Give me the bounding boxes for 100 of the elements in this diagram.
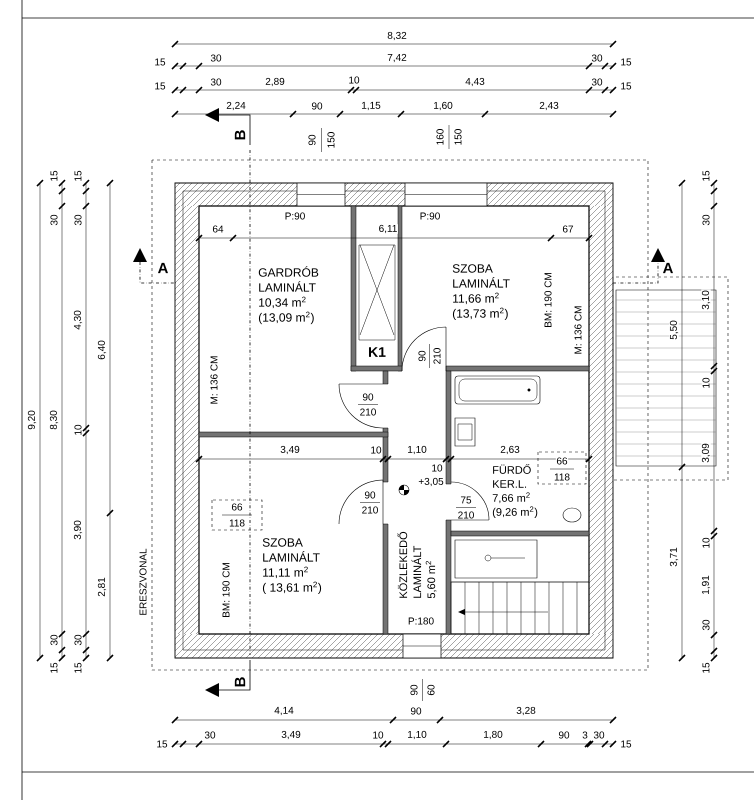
dimension-label: 15 bbox=[620, 82, 632, 90]
dimension-label: 4,14 bbox=[274, 706, 294, 716]
dimension-label: 30 bbox=[702, 618, 710, 632]
opening-label: 90 bbox=[308, 134, 316, 146]
dimension-label: 30 bbox=[590, 54, 604, 62]
opening-label: P:180 bbox=[407, 616, 435, 626]
dimension-label: 15 bbox=[50, 662, 58, 674]
dimension-label: 1,60 bbox=[432, 101, 454, 111]
dimension-label: 1,15 bbox=[360, 101, 382, 111]
dimension-label: 6,11 bbox=[378, 224, 398, 234]
dimension-label: 15 bbox=[156, 740, 168, 748]
opening-label: 118 bbox=[553, 472, 571, 482]
dimension-label: 15 bbox=[702, 170, 710, 182]
dimension-label: 2,63 bbox=[500, 445, 520, 455]
dimension-label: 90 bbox=[310, 102, 324, 110]
dimension-label: 30 bbox=[74, 634, 82, 646]
dimension-label: 4,30 bbox=[73, 310, 83, 330]
dimension-label: 15 bbox=[702, 662, 710, 674]
dimension-label: 1,80 bbox=[482, 730, 504, 740]
dimension-label: 1,91 bbox=[701, 574, 711, 596]
room: GARDRÓB LAMINÁLT 10,34 m$^{2}$ (13,09 m$^{2}$) bbox=[258, 266, 318, 324]
door-size-label: 90 bbox=[364, 490, 376, 500]
dimension-label: 2,89 bbox=[264, 77, 286, 87]
dimension-label: 6,40 bbox=[97, 340, 107, 360]
opening-label: 150 bbox=[326, 131, 336, 149]
dimension-label: 3,49 bbox=[280, 730, 302, 740]
section-letter: A bbox=[662, 262, 674, 274]
dimension-label: 5,50 bbox=[669, 320, 679, 340]
ceiling-height-label: BM: 190 CM bbox=[544, 272, 552, 328]
dimension-label: 2,24 bbox=[226, 101, 246, 111]
dimension-label: 15 bbox=[620, 58, 632, 66]
dimension-label: 2,43 bbox=[538, 101, 560, 111]
dimension-label: 15 bbox=[50, 170, 58, 182]
ceiling-height-label: M: 136 CM bbox=[574, 304, 582, 356]
ceiling-height-label: BM: 190 CM bbox=[222, 562, 230, 618]
dimension-label: 90 bbox=[410, 706, 422, 716]
dimension-label: 15 bbox=[620, 740, 632, 748]
room: K1 bbox=[369, 347, 386, 357]
dimension-label: 67 bbox=[562, 224, 574, 234]
opening-label: 160 bbox=[436, 128, 444, 146]
dimension-label: 30 bbox=[210, 78, 222, 86]
dimension-label: 10 bbox=[702, 536, 710, 550]
door-size-label: 210 bbox=[432, 347, 442, 365]
dimension-label: 30 bbox=[74, 214, 82, 226]
dimension-label: 10 bbox=[74, 424, 82, 436]
opening-label: P:90 bbox=[284, 212, 306, 220]
dimension-label: 8,32 bbox=[386, 31, 408, 41]
section-letter: B bbox=[234, 129, 246, 142]
dimension-label: 30 bbox=[702, 214, 710, 226]
level-label: +3,05 bbox=[418, 477, 444, 487]
dimension-label: 10 bbox=[430, 464, 444, 472]
opening-label: 66 bbox=[230, 502, 244, 512]
dimension-label: 7,42 bbox=[386, 53, 408, 63]
dimension-label: 8,30 bbox=[49, 410, 59, 430]
dimension-label: 30 bbox=[204, 730, 216, 740]
opening-label: 150 bbox=[454, 128, 462, 146]
door-size-label: 90 bbox=[362, 392, 374, 402]
door-size-label: 210 bbox=[361, 506, 379, 514]
dimension-label: 3,90 bbox=[73, 520, 83, 540]
dimension-label: 30 bbox=[592, 730, 606, 740]
opening-label: 90 bbox=[410, 684, 418, 696]
opening-label: 118 bbox=[228, 518, 246, 528]
dimension-label: 30 bbox=[210, 54, 222, 62]
dimension-label: 30 bbox=[590, 78, 604, 86]
section-letter: A bbox=[156, 262, 170, 274]
dimension-label: 15 bbox=[154, 82, 166, 90]
dimension-label: 64 bbox=[212, 224, 224, 234]
room: KÖZLEKEDŐ LAMINÁLT 5,60 m$^{2}$ bbox=[398, 532, 436, 598]
dimension-label: 10 bbox=[370, 446, 382, 454]
dimension-label: 3,28 bbox=[516, 706, 536, 716]
dimension-label: 15 bbox=[74, 170, 82, 182]
dimension-label: 10 bbox=[372, 730, 384, 740]
dimension-label: 1,10 bbox=[406, 445, 428, 455]
room: SZOBA LAMINÁLT 11,66 m$^{2}$ (13,73 m$^{2}$) bbox=[452, 264, 510, 320]
door-size-label: 210 bbox=[359, 408, 377, 416]
dimension-label: 3,10 bbox=[701, 290, 711, 310]
door-size-label: 210 bbox=[457, 510, 475, 520]
dimension-label: 3,71 bbox=[669, 546, 679, 568]
dimension-label: 4,43 bbox=[464, 77, 486, 87]
dimension-label: 3,09 bbox=[701, 442, 711, 464]
door-size-label: 75 bbox=[460, 496, 472, 504]
eaves-line-label: ERESZVONAL bbox=[138, 548, 148, 616]
ceiling-height-label: M: 136 CM bbox=[210, 354, 218, 406]
dimension-label: 2,81 bbox=[97, 576, 107, 598]
door-size-label: 90 bbox=[418, 350, 426, 362]
room: SZOBA LAMINÁLT 11,11 m$^{2}$ ( 13,61 m$^{2}$) bbox=[262, 538, 322, 594]
dimension-label: 15 bbox=[74, 662, 82, 674]
dimension-label: 15 bbox=[154, 58, 166, 66]
opening-label: 60 bbox=[426, 684, 436, 696]
opening-label: 66 bbox=[556, 456, 568, 466]
opening-label: P:90 bbox=[419, 212, 441, 220]
dimension-label: 90 bbox=[558, 730, 570, 740]
room: FÜRDŐ KER.L. 7,66 m$^{2}$ (9,26 m$^{2}$) bbox=[492, 464, 538, 518]
dimension-label: 1,10 bbox=[406, 730, 428, 740]
section-letter: B bbox=[234, 676, 246, 688]
dimension-label: 30 bbox=[50, 634, 58, 646]
dimension-label: 3 bbox=[582, 730, 588, 740]
dimension-label: 30 bbox=[50, 214, 58, 226]
dimension-label: 9,20 bbox=[27, 410, 37, 430]
dimension-label: 10 bbox=[702, 376, 710, 390]
